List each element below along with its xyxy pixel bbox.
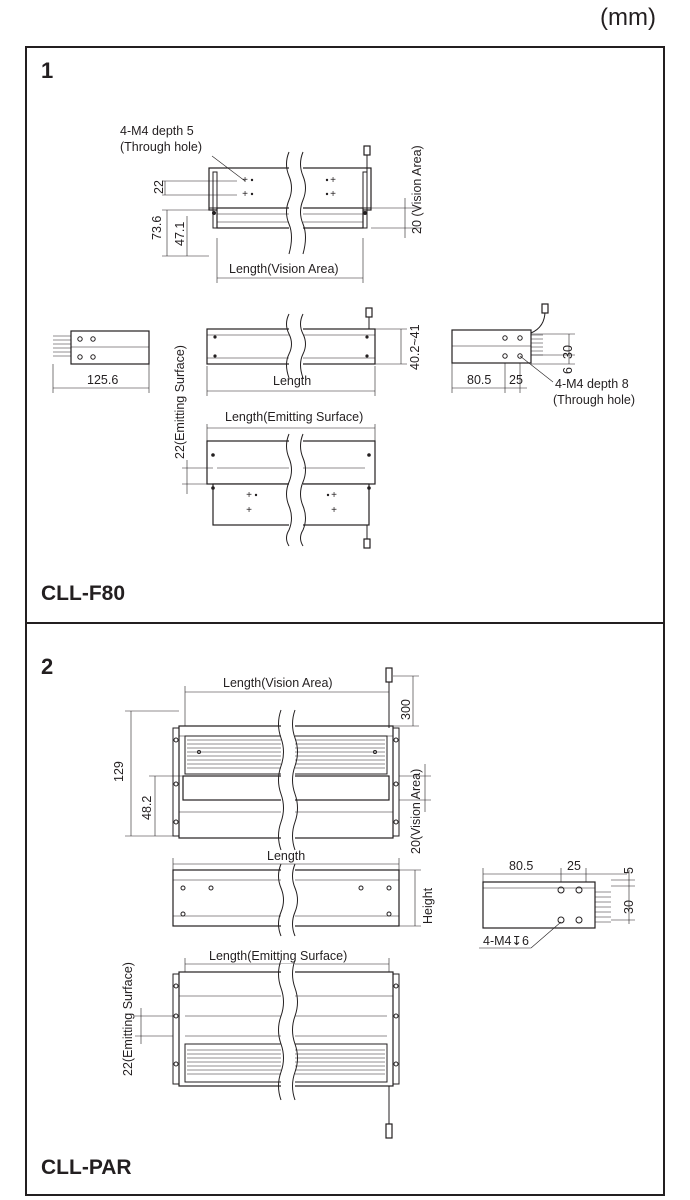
label-dim-40-2-41: 40.2~41 (408, 324, 422, 370)
label-dim-73-6: 73.6 (150, 216, 164, 240)
label-dim-30: 30 (622, 900, 636, 914)
bottom-view: Length(Emitting Surface) + + + + (182, 410, 376, 549)
label-hole-side: 4-M4↧6 (483, 934, 529, 948)
label-hole-side: 4-M4 depth 8 (555, 377, 629, 391)
label-emitting-surface-side: 22(Emitting Surface) (121, 962, 135, 1076)
front-view: Length 40.2~41 (206, 307, 422, 396)
label-length-emitting-surface: Length(Emitting Surface) (225, 410, 363, 424)
label-dim-25: 25 (567, 859, 581, 873)
svg-text:+: + (330, 175, 336, 186)
cll-f80-drawing: + + + + 4-M4 depth 5 (Through hole) 22 (52, 124, 635, 549)
heat-sink-fins (595, 891, 611, 923)
bottom-view: Length(Emitting Surface) (121, 949, 400, 1139)
panel-number: 2 (41, 654, 54, 679)
svg-text:+: + (331, 490, 337, 501)
label-hole-top-sub: (Through hole) (120, 140, 202, 154)
cll-par-drawing: Length(Vision Area) (112, 667, 636, 1139)
label-dim-5: 5 (622, 867, 636, 874)
label-dim-300: 300 (399, 699, 413, 720)
label-length: Length (267, 849, 305, 863)
label-dim-6: 6 (561, 367, 575, 374)
svg-text:+: + (331, 505, 337, 516)
drawing-panel-1: 1 CLL-F80 + + + + (25, 46, 665, 624)
label-dim-125-6: 125.6 (87, 373, 118, 387)
label-dim-30: 30 (561, 345, 575, 359)
svg-text:+: + (330, 189, 336, 200)
panel-number: 1 (41, 58, 54, 83)
svg-text:+: + (246, 505, 252, 516)
right-side-view: 80.5 25 5 30 4- (479, 859, 636, 949)
left-side-view: 125.6 (52, 330, 150, 393)
label-vision-area-height: 20(Vision Area) (409, 769, 423, 854)
label-length-emitting-surface: Length(Emitting Surface) (209, 949, 347, 963)
label-dim-48-2: 48.2 (140, 796, 154, 820)
label-hole-side-sub: (Through hole) (553, 393, 635, 407)
heat-sink-fins (531, 334, 543, 356)
right-side-view: 30 6 80.5 25 4-M4 depth 8 (Through hole) (451, 303, 635, 407)
mounting-hole-markers: + + + + (242, 175, 336, 200)
label-dim-129: 129 (112, 761, 126, 782)
label-height: Height (421, 887, 435, 924)
label-length-vision-area: Length(Vision Area) (229, 262, 339, 276)
label-length: Length (273, 374, 311, 388)
front-view: Length Height (172, 849, 435, 937)
drawing-panel-2: 2 CLL-PAR Length(Vision Area) (25, 622, 665, 1196)
label-dim-47-1: 47.1 (173, 222, 187, 246)
svg-text:+: + (242, 189, 248, 200)
label-dim-25: 25 (509, 373, 523, 387)
label-vision-area-height: 20 (Vision Area) (410, 145, 424, 234)
label-hole-top: 4-M4 depth 5 (120, 124, 194, 138)
heat-sink-fins (53, 335, 71, 357)
svg-text:+: + (242, 175, 248, 186)
model-name: CLL-PAR (41, 1156, 132, 1179)
label-dim-22: 22 (152, 180, 166, 194)
model-name: CLL-F80 (41, 582, 125, 605)
label-length-vision-area: Length(Vision Area) (223, 676, 333, 690)
label-dim-80-5: 80.5 (509, 859, 533, 873)
unit-label: (mm) (600, 4, 656, 31)
top-view: Length(Vision Area) (112, 667, 431, 854)
label-dim-80-5: 80.5 (467, 373, 491, 387)
svg-text:+: + (246, 490, 252, 501)
top-view: + + + + 4-M4 depth 5 (Through hole) 22 (120, 124, 424, 283)
label-emitting-surface-side: 22(Emitting Surface) (173, 345, 187, 459)
